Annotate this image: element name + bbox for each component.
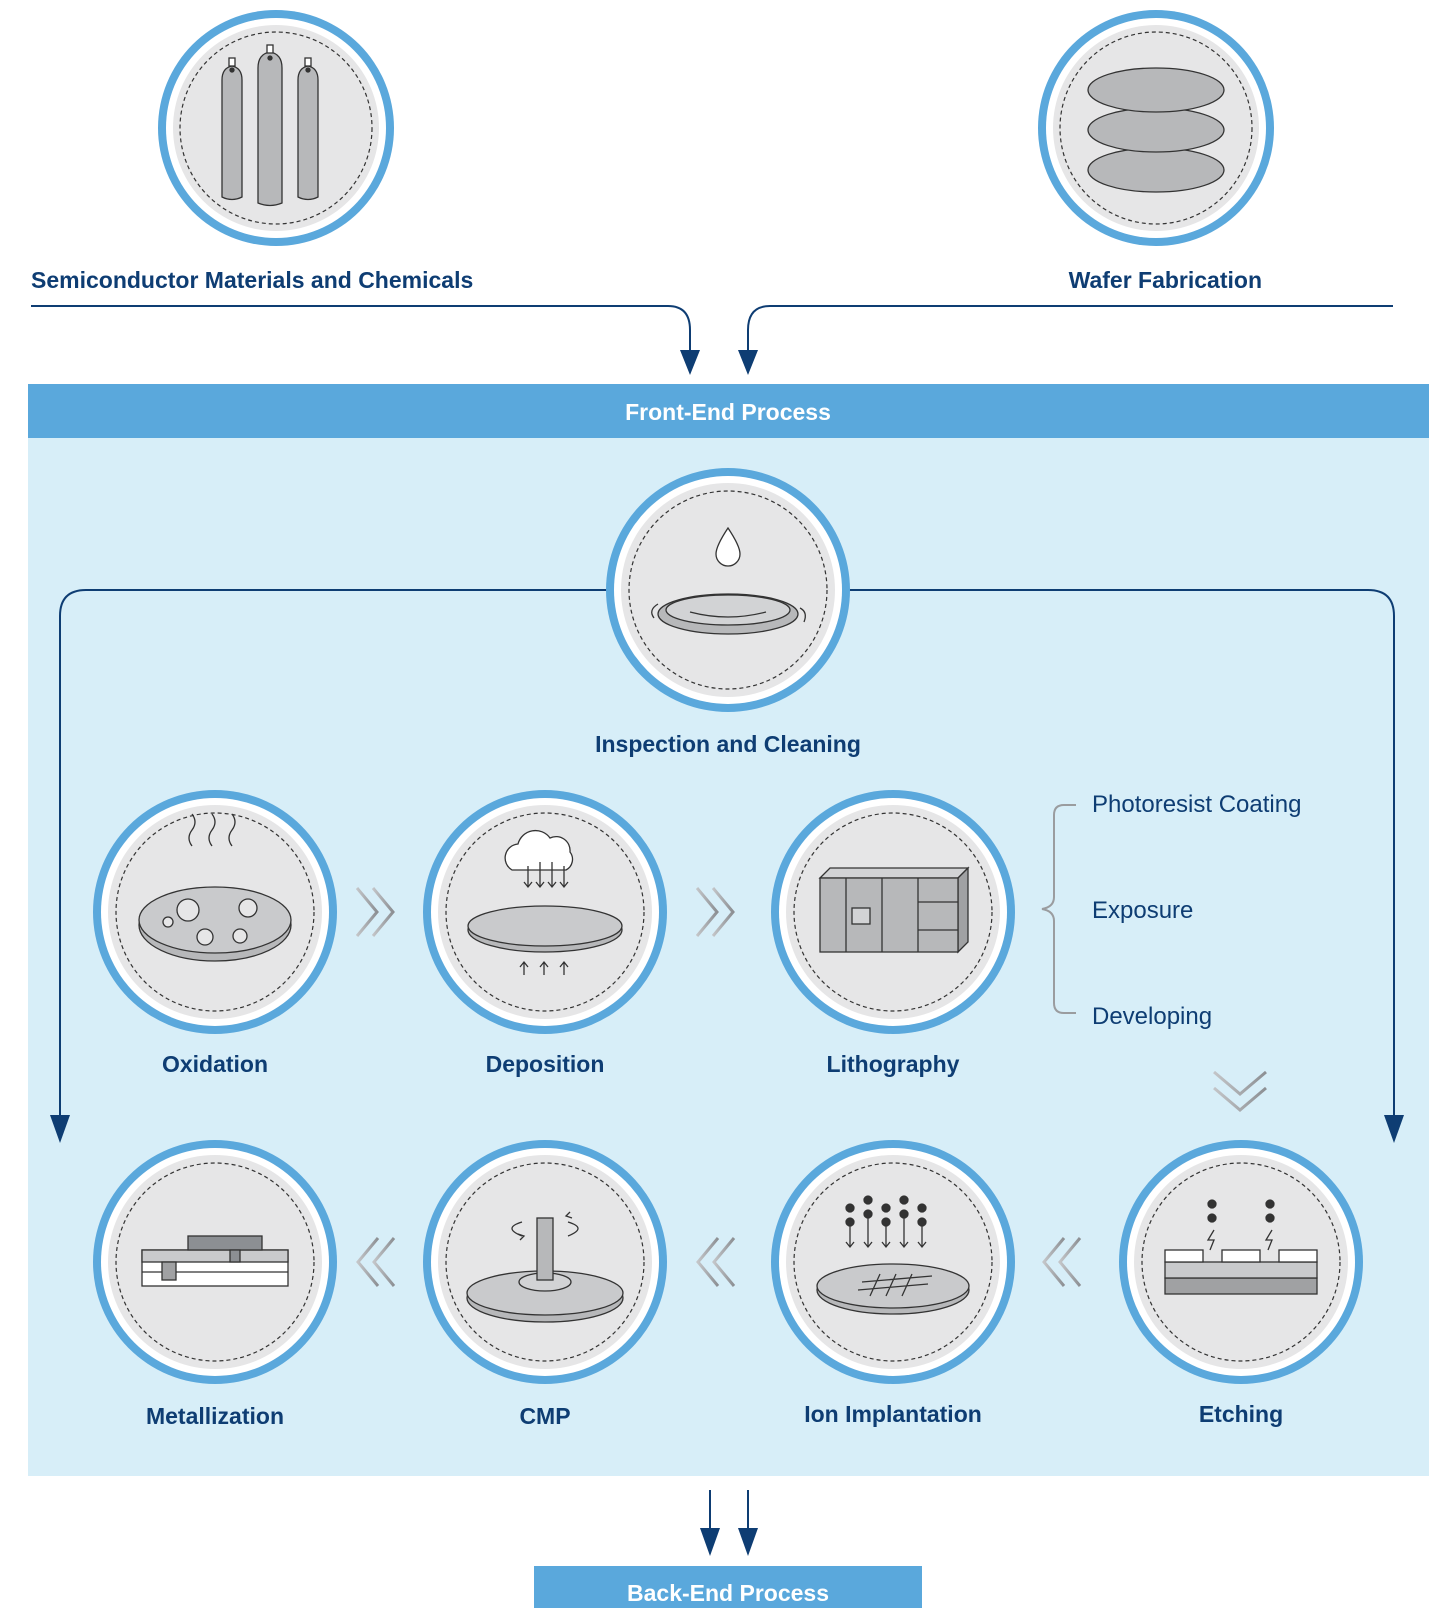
lithography-label: Lithography [827, 1051, 960, 1077]
lithography-machine-icon [818, 866, 970, 954]
ion-implantation-node [771, 1140, 1015, 1384]
chevron-down-icon [1213, 1070, 1267, 1112]
materials-label: Semiconductor Materials and Chemicals [31, 267, 473, 293]
down-arrow-left [700, 1528, 720, 1556]
ion-implantation-label: Ion Implantation [804, 1401, 982, 1427]
front-end-title: Front-End Process [625, 399, 831, 425]
chevron-left-icon [356, 1237, 396, 1287]
substep-developing: Developing [1092, 1003, 1212, 1030]
down-arrow-right [738, 1528, 758, 1556]
polishing-pad-icon [466, 1211, 624, 1323]
inspection-label: Inspection and Cleaning [595, 731, 861, 757]
oxidation-wafer-icon [138, 813, 292, 962]
cloud-deposition-icon [467, 829, 623, 975]
bottom-connectors [709, 1490, 749, 1530]
front-end-header [28, 384, 1429, 438]
metal-layer-icon [141, 1235, 289, 1287]
inspection-node [606, 468, 850, 712]
arrow-head-right [738, 350, 758, 375]
water-drop-wafer-icon [651, 526, 806, 635]
loop-arrow-right [1384, 1115, 1404, 1143]
substep-exposure: Exposure [1092, 897, 1193, 924]
cmp-label: CMP [519, 1403, 570, 1429]
wafer-label: Wafer Fabrication [1069, 267, 1262, 293]
metallization-label: Metallization [146, 1403, 284, 1429]
oxidation-label: Oxidation [162, 1051, 268, 1077]
etching-node [1119, 1140, 1363, 1384]
ion-beam-icon [816, 1195, 970, 1315]
chevron-left-icon [1042, 1237, 1082, 1287]
substeps-brace [1041, 804, 1076, 1014]
metallization-node [93, 1140, 337, 1384]
lithography-node [771, 790, 1015, 1034]
oxidation-node [93, 790, 337, 1034]
chevron-left-icon [696, 1237, 736, 1287]
etching-layers-icon [1164, 1199, 1318, 1295]
stacked-wafers-icon [1087, 67, 1225, 193]
deposition-label: Deposition [486, 1051, 605, 1077]
chevron-right-icon [695, 887, 735, 937]
substep-photoresist: Photoresist Coating [1092, 791, 1301, 818]
cmp-node [423, 1140, 667, 1384]
gas-cylinders-icon [221, 44, 319, 207]
materials-node [158, 10, 394, 246]
arrow-head-left [680, 350, 700, 375]
etching-label: Etching [1199, 1401, 1283, 1427]
inspection-loop-lines [59, 589, 1395, 1115]
back-end-title: Back-End Process [627, 1580, 829, 1606]
loop-arrow-left [50, 1115, 70, 1143]
top-connectors [31, 305, 1393, 350]
back-end-bar [534, 1566, 922, 1608]
chevron-right-icon [355, 887, 395, 937]
deposition-node [423, 790, 667, 1034]
wafer-node [1038, 10, 1274, 246]
